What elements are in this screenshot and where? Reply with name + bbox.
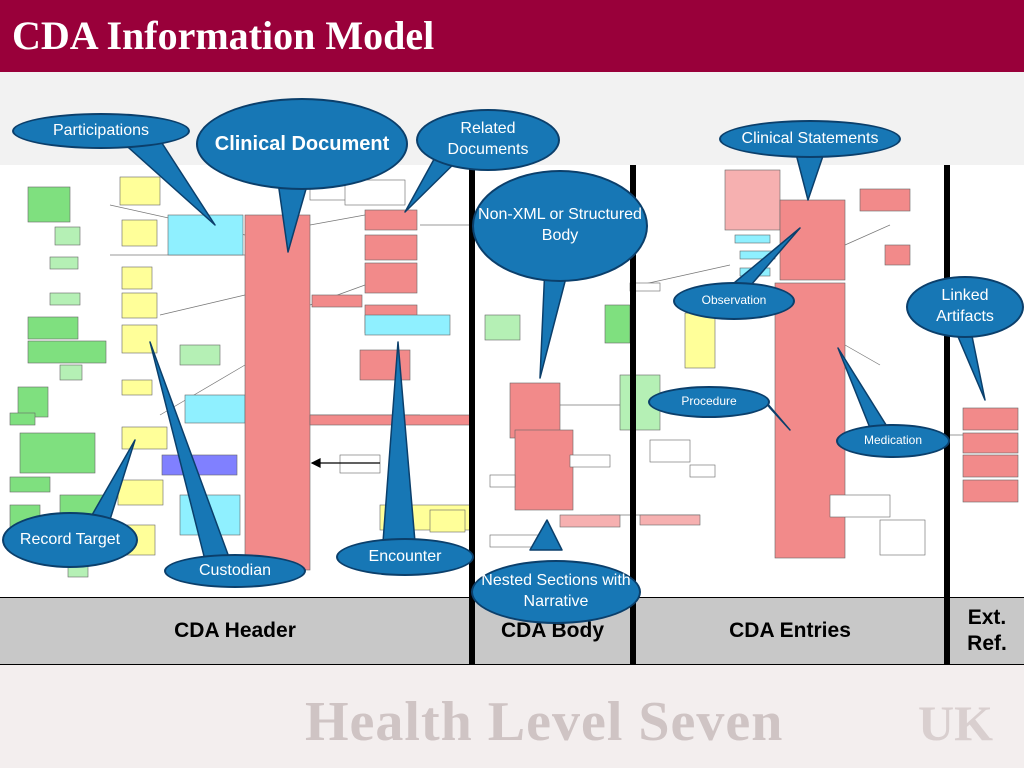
nested-sections-callout: Nested Sections with Narrative — [471, 560, 641, 624]
footer-divider-2 — [630, 597, 636, 665]
cda-entries-label: CDA Entries — [729, 618, 851, 642]
encounter-callout: Encounter — [336, 538, 474, 576]
page-title: CDA Information Model — [12, 13, 435, 58]
footer-divider-3 — [944, 597, 950, 665]
entries-classes — [604, 169, 926, 559]
watermark-text: Health Level Seven — [305, 691, 784, 753]
watermark-uk: UK — [918, 695, 993, 751]
observation-callout: Observation — [673, 282, 795, 320]
ext-ref-label: Ext. Ref. — [967, 605, 1007, 655]
section-label-bar: CDA Header CDA Body CDA Entries Ext. Ref… — [0, 597, 1024, 665]
divider-header-body — [469, 165, 475, 665]
linked-artifacts-callout: Linked Artifacts — [906, 276, 1024, 338]
watermark-band — [0, 665, 1024, 768]
medication-callout: Medication — [836, 424, 950, 458]
clinical-statements-callout: Clinical Statements — [719, 120, 901, 158]
divider-body-entries — [630, 165, 636, 665]
cda-body-label: CDA Body — [500, 618, 605, 642]
related-documents-callout: Related Documents — [416, 109, 560, 171]
custodian-callout: Custodian — [164, 554, 306, 588]
clinical-document-callout: Clinical Document — [196, 98, 408, 190]
body-classes — [484, 314, 621, 548]
divider-entries-extref — [944, 165, 950, 665]
footer-divider-1 — [469, 597, 475, 665]
cda-header-label: CDA Header — [174, 618, 296, 642]
non-xml-body-callout: Non-XML or Structured Body — [472, 170, 648, 282]
participations-callout: Participations — [12, 113, 190, 149]
title-bar: CDA Information Model — [0, 0, 1024, 72]
record-target-callout: Record Target — [2, 512, 138, 568]
procedure-callout: Procedure — [648, 386, 770, 418]
ext-ref-classes — [962, 407, 1019, 503]
arrow-to-header — [310, 458, 380, 468]
